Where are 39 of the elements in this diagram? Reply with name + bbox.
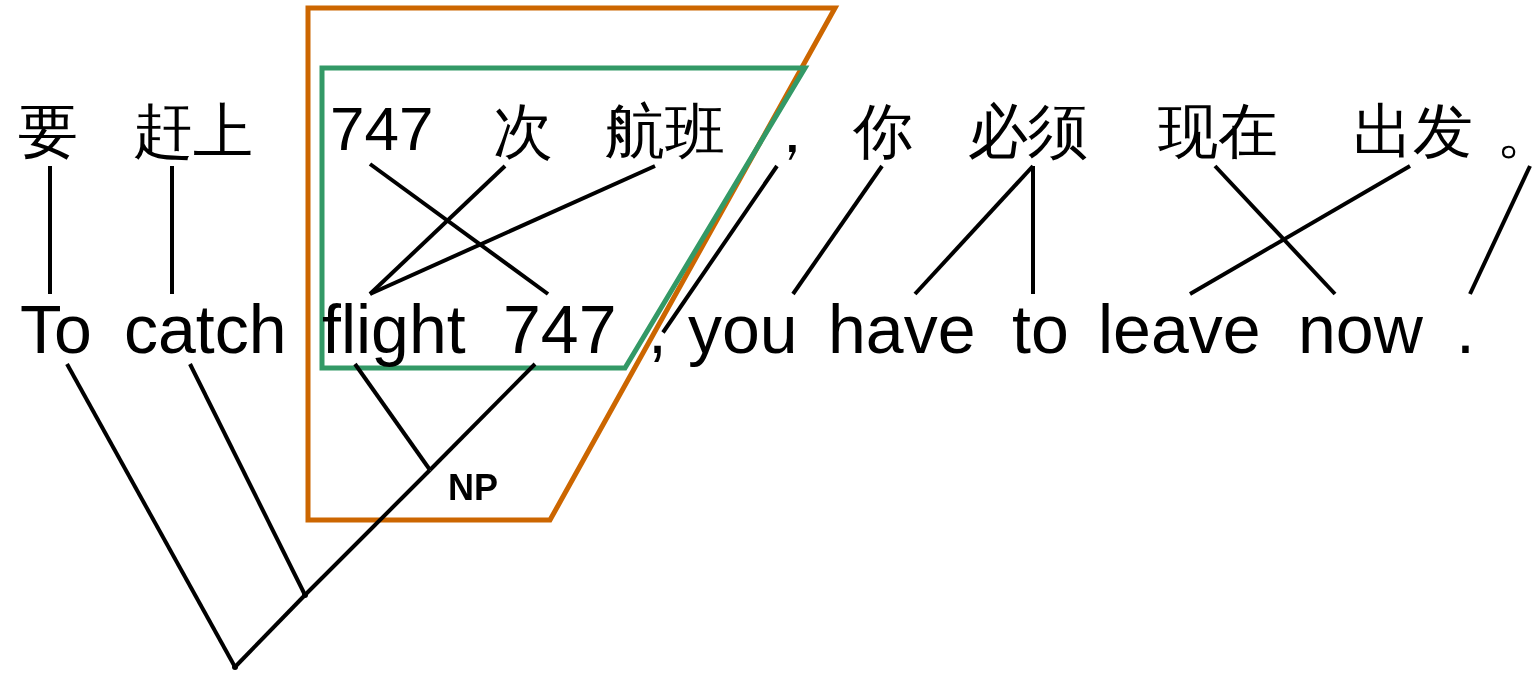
tree-branch (428, 362, 537, 472)
alignment-line (913, 164, 1035, 296)
tree-branch (303, 468, 432, 597)
alignment-line (48, 166, 52, 294)
chinese-word: 赶上 (133, 96, 253, 166)
chinese-word: 次 (493, 96, 553, 166)
english-word: have (828, 294, 976, 364)
chinese-word: 747 (330, 94, 434, 164)
english-word: To (20, 294, 92, 364)
chinese-word: 现在 (1158, 96, 1278, 166)
alignment-line (1213, 164, 1337, 296)
alignment-line (661, 164, 779, 334)
tree-branch (353, 362, 432, 472)
chinese-word: 出发 (1353, 96, 1473, 166)
chinese-word: 必须 (968, 96, 1088, 166)
english-word: leave (1098, 294, 1261, 364)
alignment-line (791, 164, 884, 296)
chinese-word: 你 (853, 96, 913, 166)
english-word: 747 (503, 294, 617, 364)
english-word: now (1298, 294, 1423, 364)
alignment-line (1031, 166, 1035, 294)
tree-junction (232, 664, 238, 670)
alignment-line (1468, 165, 1532, 295)
alignment-line (369, 164, 656, 296)
alignment-line (170, 166, 174, 294)
chinese-punctuation: 。 (1496, 96, 1537, 166)
chinese-word: 要 (18, 96, 78, 166)
tree-junction (302, 592, 308, 598)
english-word: to (1012, 294, 1069, 364)
chinese-word: 航班 (605, 96, 725, 166)
alignment-line (368, 162, 550, 296)
phrase-label: NP (428, 470, 498, 506)
chinese-punctuation: ， (762, 96, 822, 166)
tree-branch (233, 593, 307, 669)
tree-branch (65, 363, 237, 668)
alignment-line (1189, 164, 1411, 296)
english-word: catch (124, 294, 287, 364)
english-punctuation: . (1456, 294, 1475, 364)
english-punctuation: , (648, 294, 667, 364)
